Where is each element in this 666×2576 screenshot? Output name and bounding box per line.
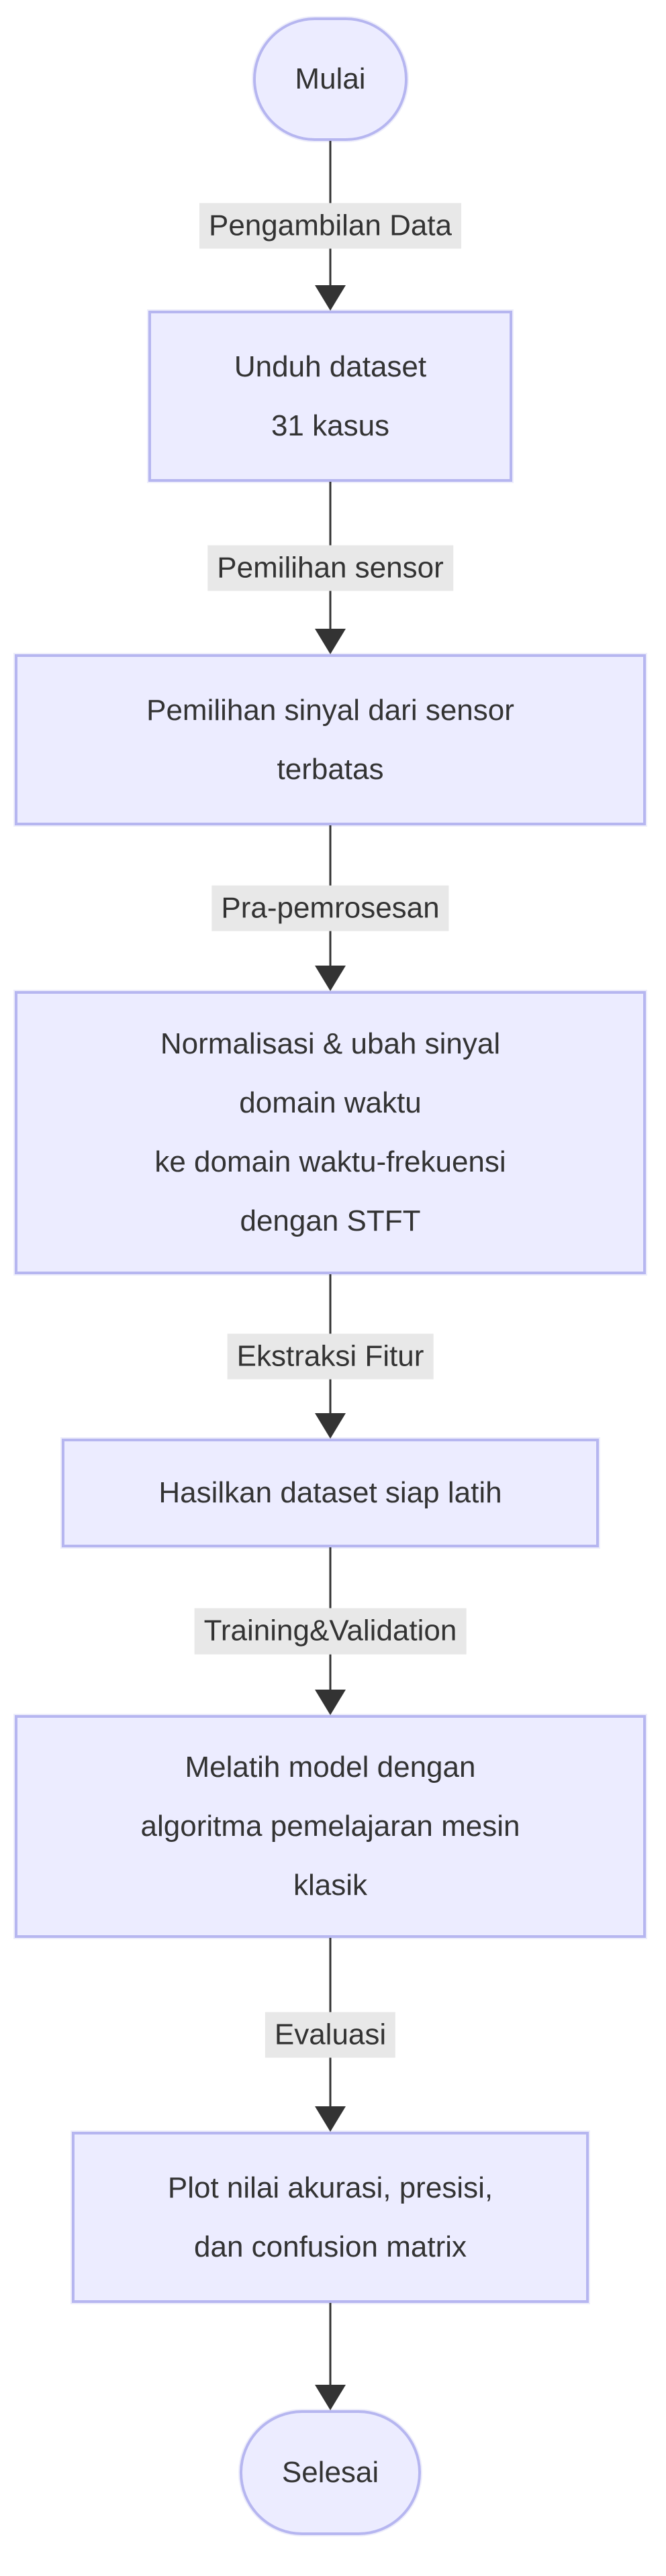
process-node-melatih-model: Melatih model dengan algoritma pemelajar… [15, 1715, 646, 1938]
node-text-line: Melatih model dengan [185, 1751, 476, 1784]
end-node-label: Selesai [281, 2456, 379, 2489]
flowchart-column: Mulai Pengambilan Data Unduh dataset 31 … [15, 0, 646, 2535]
edge-start-download: Pengambilan Data [15, 141, 646, 311]
end-node: Selesai [240, 2410, 421, 2535]
start-node: Mulai [253, 17, 408, 141]
node-text-line: dengan STFT [240, 1204, 421, 1237]
node-text-line: algoritma pemelajaran mesin [140, 1810, 520, 1843]
arrowhead-icon [315, 2385, 346, 2410]
arrowhead-icon [315, 2106, 346, 2132]
node-text-line: 31 kasus [271, 409, 390, 442]
process-node-normalisasi-stft: Normalisasi & ubah sinyal domain waktu k… [15, 991, 646, 1274]
node-text-line: Normalisasi & ubah sinyal [160, 1027, 501, 1060]
node-text-line: Hasilkan dataset siap latih [158, 1476, 502, 1509]
edge-label: Pra-pemrosesan [211, 885, 449, 931]
process-node-pemilihan-sinyal: Pemilihan sinyal dari sensor terbatas [15, 654, 646, 825]
edge-label: Pemilihan sensor [207, 545, 453, 591]
node-text-line: Pemilihan sinyal dari sensor [146, 693, 514, 727]
arrowhead-icon [315, 966, 346, 991]
edge-sensor-preprocess: Pra-pemrosesan [15, 825, 646, 991]
start-node-label: Mulai [295, 62, 366, 95]
edge-download-sensor: Pemilihan sensor [15, 482, 646, 654]
edge-label: Training&Validation [194, 1608, 467, 1655]
edge-label: Evaluasi [265, 2012, 396, 2058]
arrowhead-icon [315, 629, 346, 654]
node-text-line: dan confusion matrix [194, 2230, 467, 2263]
edge-label: Pengambilan Data [199, 203, 462, 249]
node-text-line: klasik [293, 1869, 368, 1902]
node-text-line: ke domain waktu-frekuensi [154, 1145, 506, 1178]
process-node-unduh-dataset: Unduh dataset 31 kasus [148, 311, 512, 482]
edge-train-plot: Evaluasi [15, 1938, 646, 2132]
edge-label: Ekstraksi Fitur [227, 1333, 434, 1380]
arrowhead-icon [315, 285, 346, 311]
edge-line [329, 2303, 332, 2408]
process-node-hasilkan-dataset: Hasilkan dataset siap latih [62, 1439, 599, 1547]
edge-plot-end [15, 2303, 646, 2410]
node-text-line: terbatas [277, 752, 384, 786]
arrowhead-icon [315, 1413, 346, 1439]
node-text-line: Unduh dataset [234, 350, 427, 383]
edge-feature-train: Training&Validation [15, 1547, 646, 1715]
node-text-line: domain waktu [239, 1086, 422, 1119]
node-text-line: Plot nilai akurasi, presisi, [167, 2171, 493, 2204]
arrowhead-icon [315, 1690, 346, 1715]
edge-preprocess-feature: Ekstraksi Fitur [15, 1274, 646, 1439]
process-node-plot-hasil: Plot nilai akurasi, presisi, dan confusi… [72, 2132, 589, 2303]
